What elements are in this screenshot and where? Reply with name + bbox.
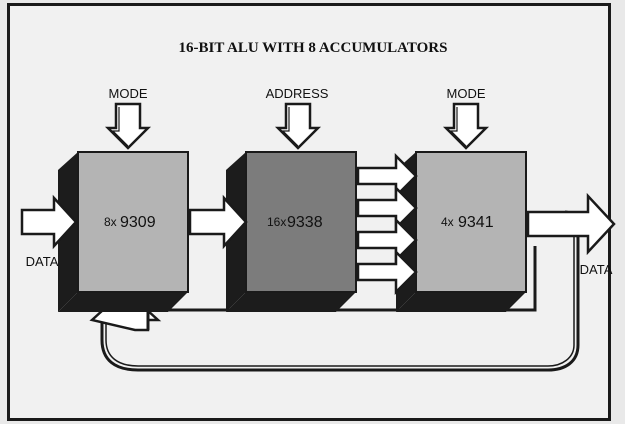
arrow-block2-to-block3-1 bbox=[356, 152, 418, 200]
address-arrow bbox=[274, 102, 322, 150]
data-out-label: DATA bbox=[580, 262, 613, 277]
block-count: 8x bbox=[104, 215, 117, 229]
mode-label-2: MODE bbox=[447, 86, 486, 101]
block-part-number: 9341 bbox=[458, 214, 494, 231]
arrow-block1-to-block2 bbox=[188, 194, 248, 250]
data-in-label: DATA bbox=[26, 254, 59, 269]
mode-arrow-2 bbox=[442, 102, 490, 150]
diagram-title: 16-BIT ALU WITH 8 ACCUMULATORS bbox=[179, 40, 448, 56]
data-out-arrow bbox=[526, 192, 616, 256]
block-part-number: 9338 bbox=[287, 214, 323, 231]
block-part-number: 9309 bbox=[120, 214, 156, 231]
address-label: ADDRESS bbox=[266, 86, 329, 101]
block-8x-9309: 8x 9309 bbox=[58, 151, 189, 312]
arrow-block2-to-block3-3 bbox=[356, 216, 418, 264]
mode-arrow-1 bbox=[104, 102, 152, 150]
data-in-arrow bbox=[20, 194, 78, 250]
arrow-block2-to-block3-2 bbox=[356, 184, 418, 232]
block-count: 4x bbox=[441, 215, 454, 229]
block-count: 16x bbox=[267, 215, 286, 229]
mode-label-1: MODE bbox=[109, 86, 148, 101]
arrow-block2-to-block3-4 bbox=[356, 248, 418, 296]
block-16x-9338: 16x 9338 bbox=[226, 151, 357, 312]
